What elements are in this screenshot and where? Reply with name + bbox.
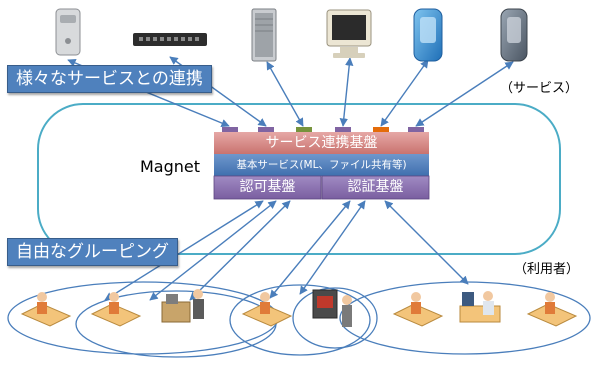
magnet-label: Magnet: [140, 157, 201, 176]
user-at-desk-icon: [20, 292, 72, 327]
service-integration-block: [214, 132, 429, 154]
user-at-desk-icon: [526, 292, 578, 327]
user-at-machine-icon: [161, 289, 204, 323]
user-at-desk-icon: [90, 292, 142, 327]
blue-g4-cube-icon: [413, 8, 443, 62]
service-arrows: [67, 56, 514, 128]
mac-mini-icon: [55, 8, 81, 56]
network-switch-icon: [133, 33, 207, 46]
authentication-block: [321, 175, 430, 200]
authorization-block: [213, 175, 322, 200]
user-group-ellipses: [7, 281, 591, 358]
free-grouping-banner: 自由なグルーピング: [7, 238, 178, 266]
authentication-text: 認証基盤: [347, 179, 404, 195]
user-arrows: [104, 200, 469, 301]
user-at-desk-icon: [392, 292, 444, 327]
service-integration-text: サービス連携基盤: [265, 135, 378, 151]
user-at-desk-icon: [241, 292, 293, 327]
basic-services-block: [214, 154, 429, 176]
crt-monitor-icon: [326, 9, 372, 58]
authorization-text: 認可基盤: [239, 179, 296, 195]
scientist-microscope-icon: [459, 291, 501, 323]
presenter-icon: [312, 289, 352, 327]
basic-services-text: 基本サービス(ML、ファイル共有等): [236, 159, 407, 171]
mac-pro-tower-icon: [251, 8, 277, 62]
services-label: （サービス）: [500, 81, 579, 96]
graphite-g4-cube-icon: [500, 8, 528, 62]
users-label: （利用者）: [514, 262, 580, 277]
services-integration-banner: 様々なサービスとの連携: [7, 65, 212, 93]
platform-connectors: [222, 127, 424, 132]
